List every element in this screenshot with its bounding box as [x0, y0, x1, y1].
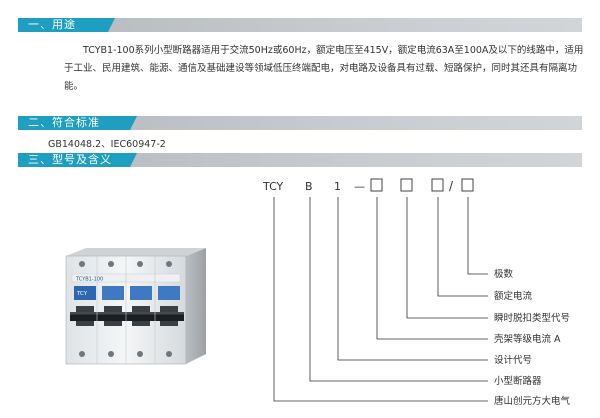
- meaning-manufacturer: 唐山创元方大电气: [494, 395, 571, 407]
- meaning-frame-current: 壳架等级电流 A: [494, 333, 561, 345]
- code-box-trip: [400, 178, 413, 192]
- section-header-model: 三、型号及含义: [18, 153, 582, 167]
- section-tab: 二、符合标准: [18, 116, 137, 130]
- meaning-mcb: 小型断路器: [494, 375, 542, 387]
- code-box-poles: [461, 178, 474, 192]
- code-box-current: [431, 178, 444, 192]
- code-part-design: 1: [334, 180, 341, 193]
- product-model-label: TCYB1-100: [75, 277, 103, 283]
- code-part-slash: /: [449, 179, 454, 193]
- section-tab: 三、型号及含义: [18, 153, 137, 167]
- usage-paragraph: TCYB1-100系列小型断路器适用于交流50Hz或60Hz，额定电压至415V…: [64, 45, 584, 92]
- leader-line-design-code: [337, 197, 488, 361]
- code-box-frame: [370, 178, 383, 192]
- section-tab: 一、用途: [18, 18, 115, 32]
- leader-line-manufacturer: [273, 197, 488, 402]
- leader-line-poles: [467, 197, 488, 275]
- code-part-dash: —: [354, 180, 365, 193]
- leader-line-rated-current: [437, 197, 488, 297]
- section-header-standards: 二、符合标准: [18, 116, 582, 130]
- meaning-rated-current: 额定电流: [494, 290, 533, 302]
- section-title: 一、用途: [28, 18, 76, 31]
- section-header-usage: 一、用途: [18, 18, 582, 32]
- meaning-design-code: 设计代号: [494, 354, 532, 366]
- leader-line-trip-type: [406, 197, 488, 319]
- circuit-breaker-image: TCYB1-100 TCY: [65, 248, 206, 365]
- leader-line-mcb: [309, 197, 488, 382]
- section-title: 二、符合标准: [28, 116, 100, 129]
- leader-line-frame-current: [376, 197, 488, 340]
- meaning-poles: 极数: [494, 268, 514, 280]
- product-brand-label: TCY: [76, 291, 88, 297]
- code-part-b: B: [305, 180, 313, 193]
- section-title: 三、型号及含义: [28, 153, 112, 166]
- standards-text: GB14048.2、IEC60947-2: [48, 139, 166, 150]
- meaning-trip-type: 瞬时脱扣类型代号: [494, 312, 570, 324]
- code-part-tcy: TCY: [262, 180, 284, 193]
